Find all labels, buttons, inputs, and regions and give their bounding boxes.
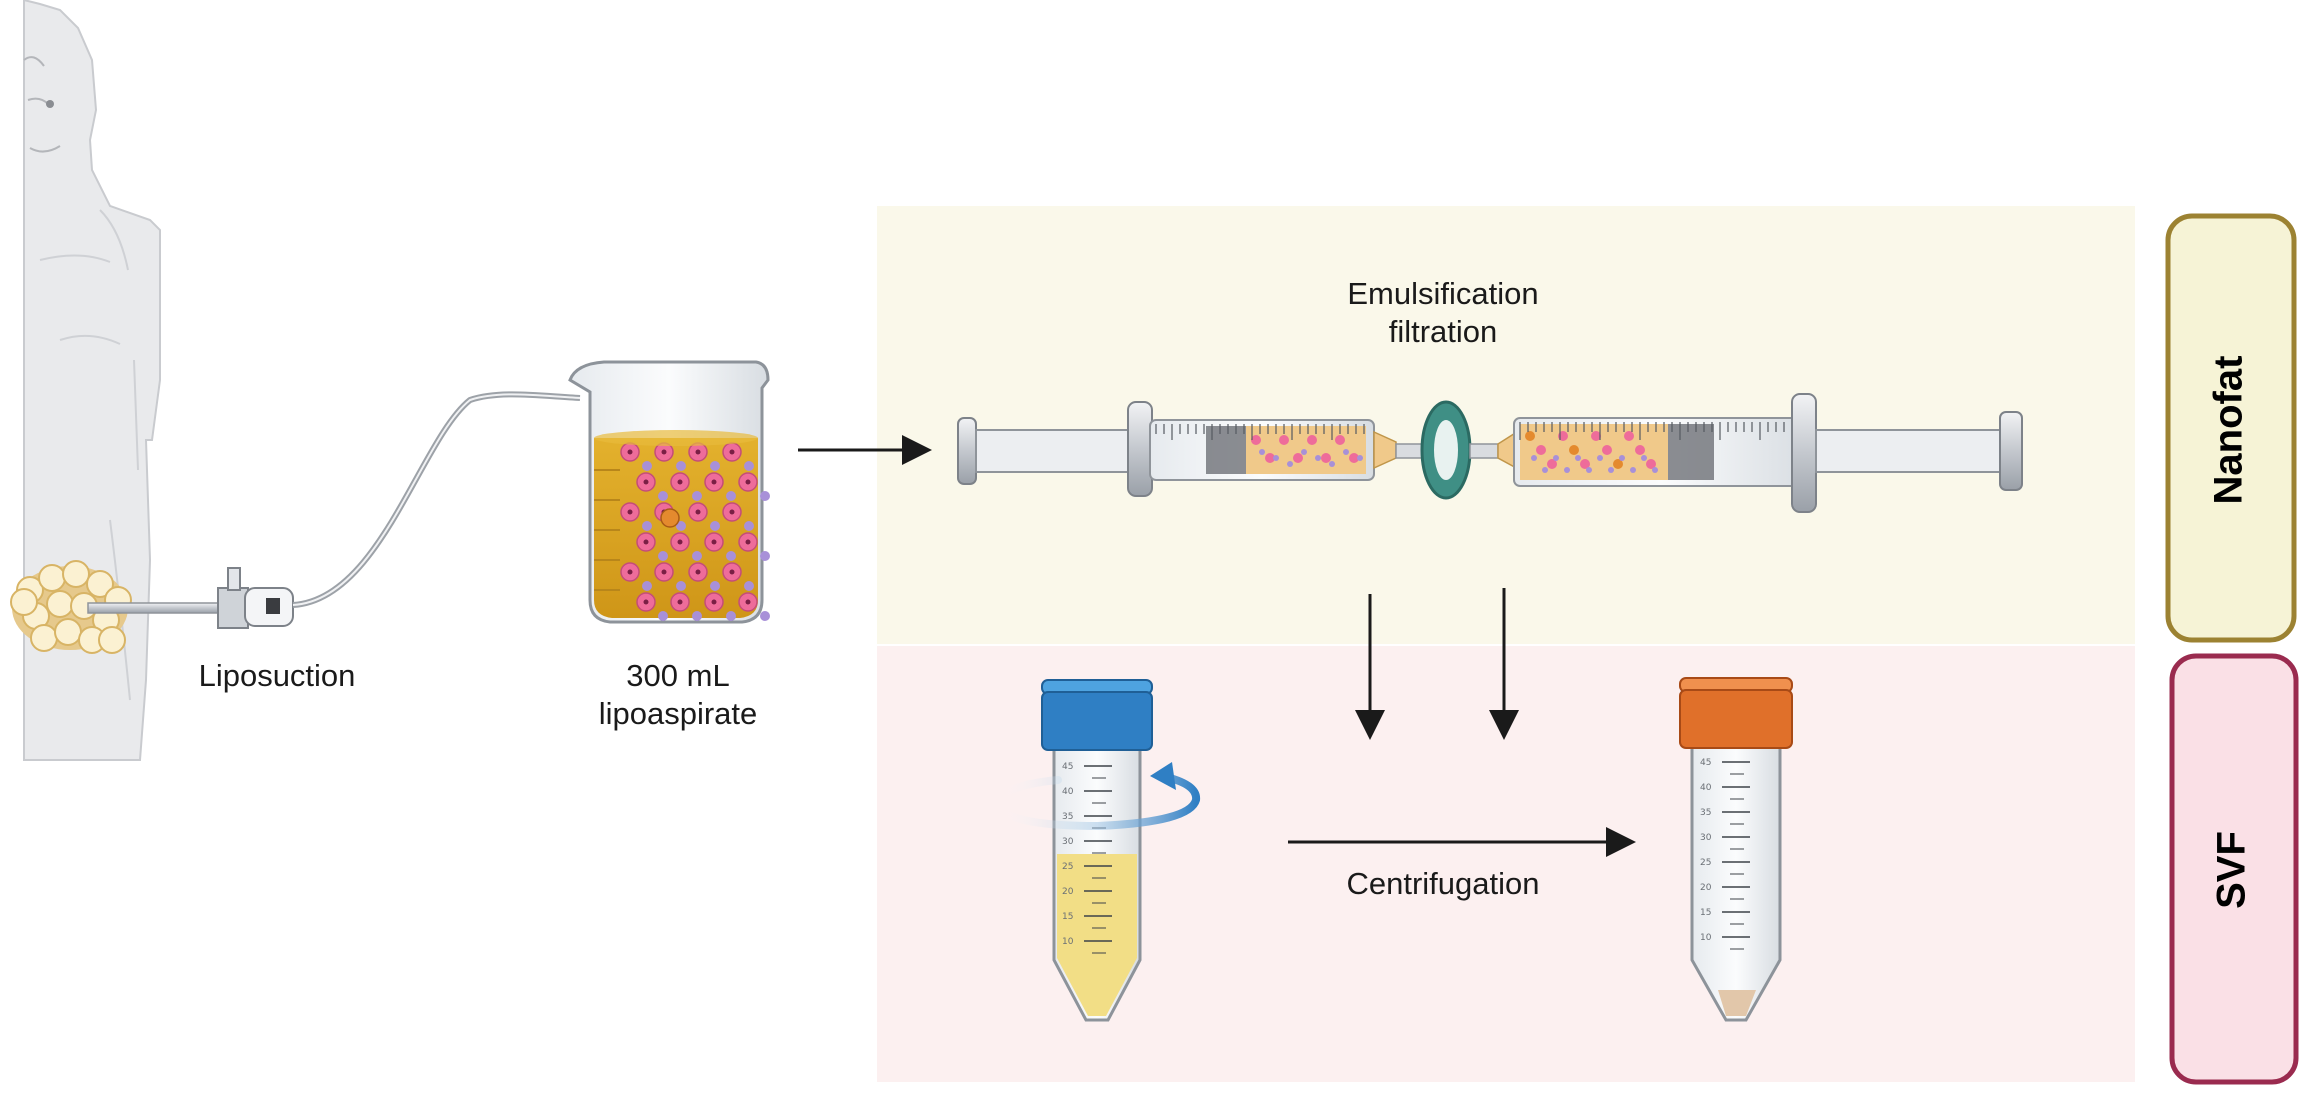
svg-text:40: 40 bbox=[1062, 787, 1074, 797]
svg-text:15: 15 bbox=[1062, 912, 1073, 922]
svg-text:35: 35 bbox=[1062, 812, 1073, 822]
nanofat-label-box bbox=[2165, 213, 2297, 643]
svg-text:20: 20 bbox=[1062, 887, 1074, 897]
svg-text:10: 10 bbox=[1700, 933, 1712, 943]
nanofat-panel bbox=[877, 206, 2135, 644]
rotation-icon bbox=[995, 762, 1201, 831]
svg-text:45: 45 bbox=[1700, 758, 1711, 768]
centrifugation-label: Centrifugation bbox=[1346, 866, 1539, 901]
svg-text:30: 30 bbox=[1700, 833, 1712, 843]
filtration-label: filtration bbox=[1389, 314, 1498, 349]
svg-text:25: 25 bbox=[1700, 858, 1711, 868]
conical-tube-icon: 45 40 35 30 25 20 15 10 bbox=[1041, 679, 1153, 1022]
filter-icon bbox=[1420, 400, 1472, 500]
liposuction-label: Liposuction bbox=[199, 658, 356, 693]
svg-text:15: 15 bbox=[1700, 908, 1711, 918]
suction-tubing bbox=[292, 391, 581, 608]
svg-text:25: 25 bbox=[1062, 862, 1073, 872]
lipoaspirate-label: lipoaspirate bbox=[599, 696, 758, 731]
svg-text:20: 20 bbox=[1700, 883, 1712, 893]
nanofat-section-label: Nanofat bbox=[2207, 356, 2251, 505]
conical-tube-icon: 45 40 35 30 25 20 15 10 bbox=[1679, 677, 1793, 1022]
svg-text:30: 30 bbox=[1062, 837, 1074, 847]
cannula-icon bbox=[87, 567, 294, 629]
volume-label: 300 mL bbox=[626, 658, 729, 693]
syringe-icon bbox=[957, 393, 2023, 513]
svg-text:40: 40 bbox=[1700, 783, 1712, 793]
svg-text:35: 35 bbox=[1700, 808, 1711, 818]
svf-section-label: SVF bbox=[2210, 831, 2254, 909]
beaker-icon bbox=[568, 360, 770, 624]
svg-text:10: 10 bbox=[1062, 937, 1074, 947]
svg-text:45: 45 bbox=[1062, 762, 1073, 772]
svf-label-box bbox=[2169, 653, 2299, 1085]
emulsification-label: Emulsification bbox=[1347, 276, 1538, 311]
